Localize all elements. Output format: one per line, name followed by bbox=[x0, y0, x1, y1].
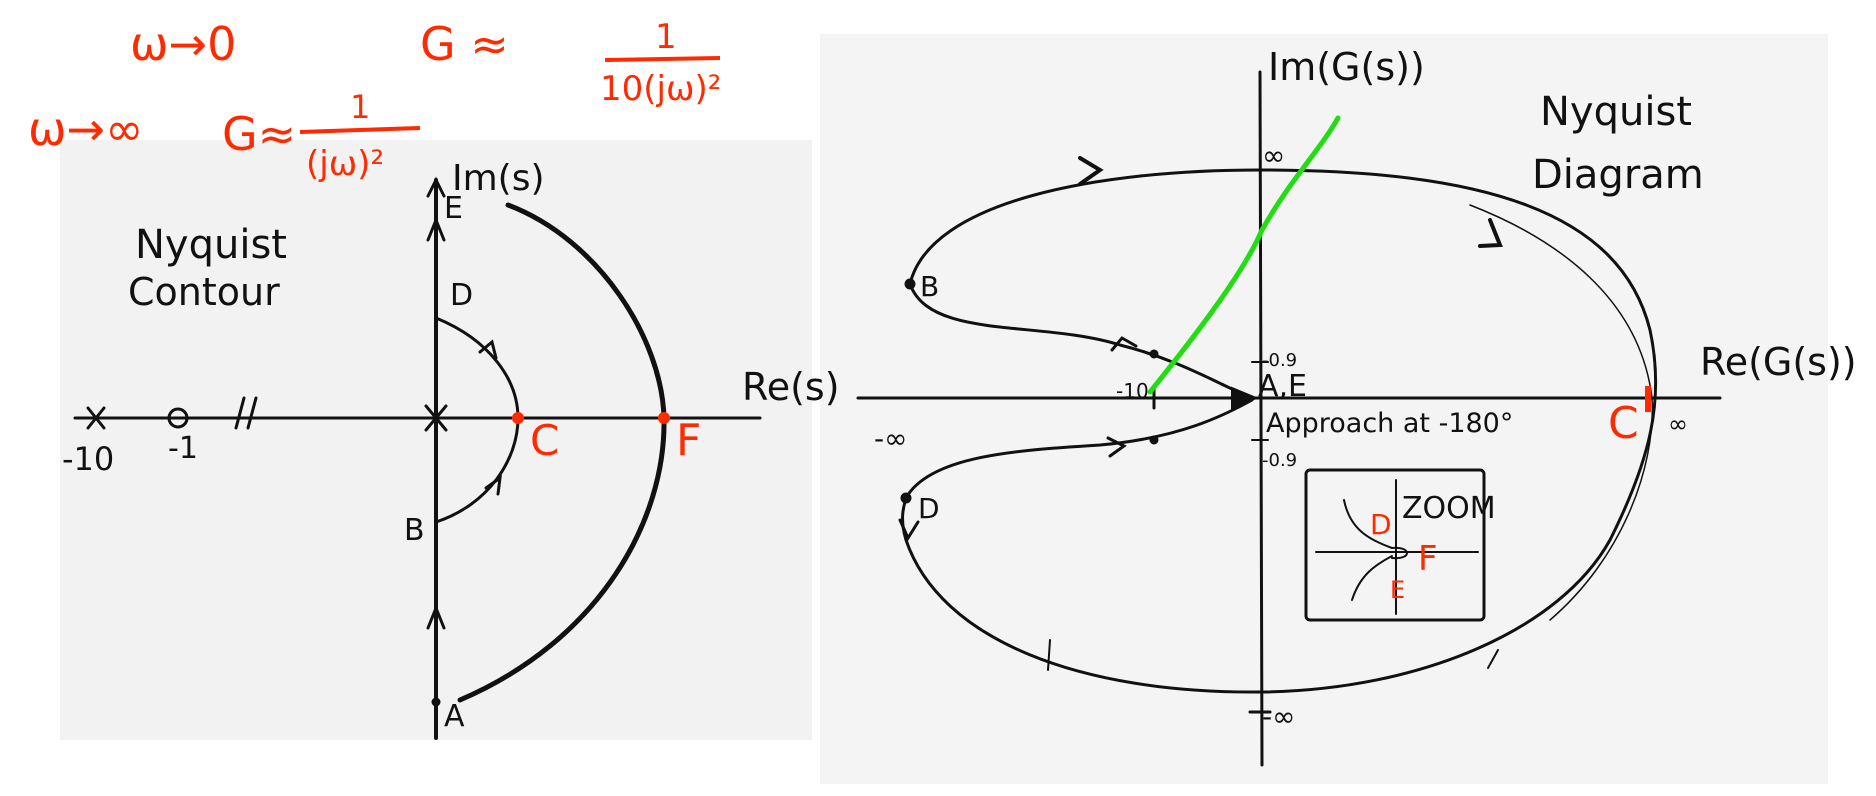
arrow-small-arc-lower bbox=[484, 474, 502, 496]
arrow-up-2 bbox=[426, 603, 446, 630]
point-c-dot bbox=[512, 412, 524, 424]
lower-cross-dot bbox=[1149, 435, 1159, 445]
nyquist-inf-left: -∞ bbox=[874, 422, 907, 455]
zoom-label-d: D bbox=[1370, 508, 1392, 541]
origin-pole-marker bbox=[424, 404, 448, 432]
nyquist-tick-m09: -0.9 bbox=[1262, 450, 1297, 471]
contour-label-c: C bbox=[530, 416, 559, 465]
contour-tick-m10: -10 bbox=[62, 440, 114, 478]
arrow-upper-inner bbox=[1110, 336, 1138, 352]
zoom-small-loop bbox=[1391, 546, 1408, 560]
nyquist-paper bbox=[820, 34, 1828, 784]
arrow-top bbox=[426, 176, 446, 198]
arrow-origin bbox=[1231, 386, 1259, 412]
zoom-label-f: F bbox=[1418, 539, 1438, 579]
note-num-2: 1 bbox=[350, 88, 370, 126]
nyquist-inf-top: ∞ bbox=[1262, 139, 1285, 172]
nyquist-approach: Approach at -180° bbox=[1266, 408, 1513, 439]
arrow-up-1 bbox=[426, 215, 446, 242]
tick-bottom-right-loop bbox=[1487, 649, 1499, 669]
nyquist-label-b: B bbox=[920, 270, 939, 303]
green-line bbox=[1147, 115, 1341, 395]
arrow-d-loop bbox=[898, 518, 920, 542]
zoom-label: ZOOM bbox=[1402, 491, 1496, 526]
contour-label-e: E bbox=[444, 191, 463, 226]
note-g-approx-2: G≈ bbox=[222, 107, 296, 161]
contour-label-d: D bbox=[450, 278, 473, 313]
nyquist-axis-im: Im(G(s)) bbox=[1268, 45, 1425, 89]
contour-axis-re: Re(s) bbox=[742, 365, 840, 409]
axis-break-mark bbox=[234, 396, 258, 430]
nyquist-tick-p09: -0.9 bbox=[1262, 350, 1297, 371]
nyquist-inf-right: ∞ bbox=[1668, 410, 1688, 438]
nyquist-axis-re: Re(G(s)) bbox=[1700, 340, 1857, 384]
nyquist-title-1: Nyquist bbox=[1540, 89, 1692, 135]
upper-cross-dot bbox=[1149, 349, 1159, 359]
nyquist-label-c: C bbox=[1608, 398, 1639, 449]
nyquist-lower-inner bbox=[904, 398, 1254, 500]
pole-x-marker bbox=[86, 406, 106, 430]
note-omega-zero: ω→0 bbox=[130, 17, 236, 71]
contour-title-2: Contour bbox=[128, 270, 280, 314]
zoom-lower-curve bbox=[1351, 555, 1393, 601]
nyquist-label-ae: A,E bbox=[1258, 369, 1307, 404]
note-fraction-bar-1 bbox=[604, 56, 721, 62]
approx-notes: ω→0 G ≈ 1 10(jω)² ω→∞ G≈ 1 (jω)² bbox=[28, 17, 721, 184]
point-d-dot bbox=[900, 492, 912, 504]
contour-axis-im: Im(s) bbox=[452, 158, 545, 199]
contour-label-f: F bbox=[676, 415, 701, 466]
nyquist-outer-loop-double bbox=[1469, 204, 1654, 621]
note-omega-inf: ω→∞ bbox=[28, 102, 143, 156]
contour-label-a: A bbox=[444, 699, 465, 734]
zoom-label-e: E bbox=[1390, 576, 1405, 604]
nyquist-im-axis bbox=[1258, 70, 1264, 767]
nyquist-diagram-panel bbox=[856, 70, 1722, 767]
zoom-box bbox=[1304, 468, 1486, 622]
nyquist-tick-m10: -10 bbox=[1116, 379, 1149, 403]
note-den-2: (jω)² bbox=[306, 144, 384, 184]
contour-label-b: B bbox=[404, 513, 425, 548]
note-den-1: 10(jω)² bbox=[600, 69, 721, 109]
nyquist-inf-bottom: -∞ bbox=[1262, 700, 1295, 733]
contour-title-1: Nyquist bbox=[135, 222, 287, 268]
arrow-right-loop bbox=[1478, 218, 1503, 248]
contour-tick-m1: -1 bbox=[168, 431, 198, 466]
note-g-approx-1: G ≈ bbox=[420, 17, 509, 71]
nyquist-title-2: Diagram bbox=[1532, 152, 1704, 198]
point-f-dot bbox=[658, 412, 670, 424]
arrow-small-arc-upper bbox=[478, 339, 498, 360]
nyquist-upper-inner bbox=[908, 282, 1254, 400]
tick-bottom-loop bbox=[1047, 639, 1051, 671]
point-a-dot bbox=[431, 697, 441, 707]
zoom-upper-curve bbox=[1343, 499, 1393, 549]
note-fraction-bar-2 bbox=[299, 126, 421, 134]
note-num-1: 1 bbox=[655, 17, 677, 57]
nyquist-label-d: D bbox=[918, 492, 940, 525]
arrow-lower-inner bbox=[1106, 436, 1127, 458]
zero-o-marker bbox=[167, 407, 189, 429]
nyquist-outer-loop bbox=[901, 168, 1658, 694]
arrow-top-loop bbox=[1078, 156, 1104, 186]
point-b-dot bbox=[904, 278, 916, 290]
